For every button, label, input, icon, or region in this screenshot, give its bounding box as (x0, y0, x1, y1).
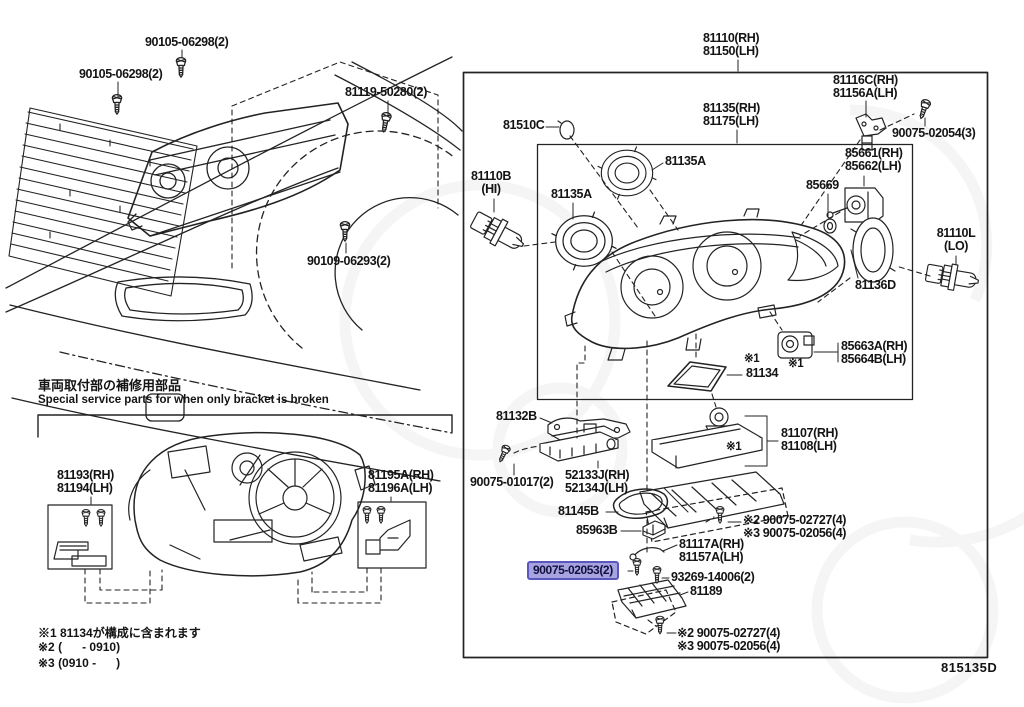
label-90105-06298-side: 90105-06298(2) (79, 67, 163, 81)
inner-frame (536, 143, 914, 401)
footnote-1: ※1 81134が構成に含まれます (38, 626, 201, 640)
car-front-illustration (5, 49, 463, 482)
label-85661: 85661(RH)85662(LH) (845, 146, 903, 173)
label-90075-02054: 90075-02054(3) (892, 126, 976, 140)
special-parts-section (37, 414, 453, 604)
label-81510C: 81510C (503, 118, 545, 132)
footnote-3: ※3 (0910 - ) (38, 656, 121, 670)
label-star3-bolt-upper: ※3 90075-02056(4) (743, 526, 847, 540)
label-81110L-lo: 81110L(LO) (936, 226, 976, 253)
section-note-en: Special service parts for when only brac… (38, 394, 329, 406)
label-90075-01017: 90075-01017(2) (470, 475, 554, 489)
ring-81135A-right-drawing (597, 146, 657, 200)
bracket-kit-box-right (357, 501, 427, 569)
outer-frame (462, 71, 989, 659)
footnote-mark-81107: ※1 (726, 441, 742, 453)
label-81116C: 81116C(RH)81156A(LH) (833, 73, 898, 100)
bulb-lo-81110L-drawing (923, 259, 981, 295)
grate-81189-drawing (611, 579, 687, 635)
label-81189: 81189 (690, 584, 723, 598)
headlamp-rear-view-drawing (128, 431, 376, 577)
figure-code: 815135D (941, 660, 998, 675)
label-90109-06293: 90109-06293(2) (307, 254, 391, 268)
label-star3-bolt-lower: ※3 90075-02056(4) (677, 639, 781, 653)
leveling-motor-85661-drawing (826, 187, 884, 223)
label-81119-50280: 81119-50280(2) (345, 85, 427, 99)
cover-81134-drawing (667, 361, 727, 392)
grommet-85669-drawing (823, 218, 837, 234)
headlamp-assembly-drawing (564, 208, 846, 361)
label-90105-06298-top: 90105-06298(2) (145, 35, 229, 49)
label-81110B-hi: 81110B(HI) (470, 169, 511, 196)
label-81135: 81135(RH)81175(LH) (703, 101, 760, 128)
section-note-jp: 車両取付部の補修用部品 (38, 378, 182, 393)
label-81117A: 81117A(RH)81157A(LH) (679, 537, 744, 564)
label-81132B: 81132B (496, 409, 537, 423)
label-93269-14006: 93269-14006(2) (671, 570, 755, 584)
footnote-mark-81134: ※1 (744, 353, 760, 365)
bracket-kit-box-left (47, 504, 113, 570)
footnote-mark-85663A: ※1 (788, 358, 804, 370)
gasket-81145B-drawing (612, 488, 669, 519)
label-52133J: 52133J(RH)52134J(LH) (565, 468, 630, 495)
ballast-81107-drawing (651, 423, 763, 469)
retainer-81510C-drawing (557, 120, 575, 140)
label-81134: 81134 (746, 366, 779, 380)
label-81107: 81107(RH)81108(LH) (781, 426, 838, 453)
label-81195A: 81195A(RH)81196A(LH) (368, 468, 434, 495)
block-52133J-drawing (539, 425, 619, 462)
label-85669: 85669 (806, 178, 839, 192)
label-81145B: 81145B (558, 504, 599, 518)
assembly-dashed-leaders (513, 113, 931, 627)
leveling-motor-85663A-drawing (777, 331, 815, 359)
footnote-2: ※2 ( - 0910) (38, 640, 121, 654)
connector-85963B-drawing (642, 520, 666, 540)
label-star2-bolt-lower: ※2 90075-02727(4) (677, 626, 781, 640)
grille-hatch (8, 107, 198, 297)
car-headlamp-drawing (127, 102, 349, 237)
highlighted-part-number[interactable]: 90075-02053(2) (527, 561, 619, 580)
bulb-hi-81110B-drawing (467, 206, 530, 258)
label-81135A-right: 81135A (665, 154, 706, 168)
label-leader-lines (493, 59, 957, 634)
label-81193: 81193(RH)81194(LH) (57, 468, 114, 495)
bracket-81116C-drawing (855, 113, 887, 151)
label-81110-assy: 81110(RH)81150(LH) (703, 31, 760, 58)
label-85963B: 85963B (576, 523, 618, 537)
label-85663A: 85663A(RH)85664B(LH) (841, 339, 908, 366)
label-81135A-left: 81135A (551, 187, 592, 201)
exploded-view-box (462, 59, 989, 659)
label-star2-bolt-upper: ※2 90075-02727(4) (743, 513, 847, 527)
cover-mesh-drawing (639, 471, 789, 543)
label-81136D: 81136D (855, 278, 896, 292)
background-watermark (339, 104, 1024, 704)
ring-81136D-drawing (850, 217, 896, 283)
